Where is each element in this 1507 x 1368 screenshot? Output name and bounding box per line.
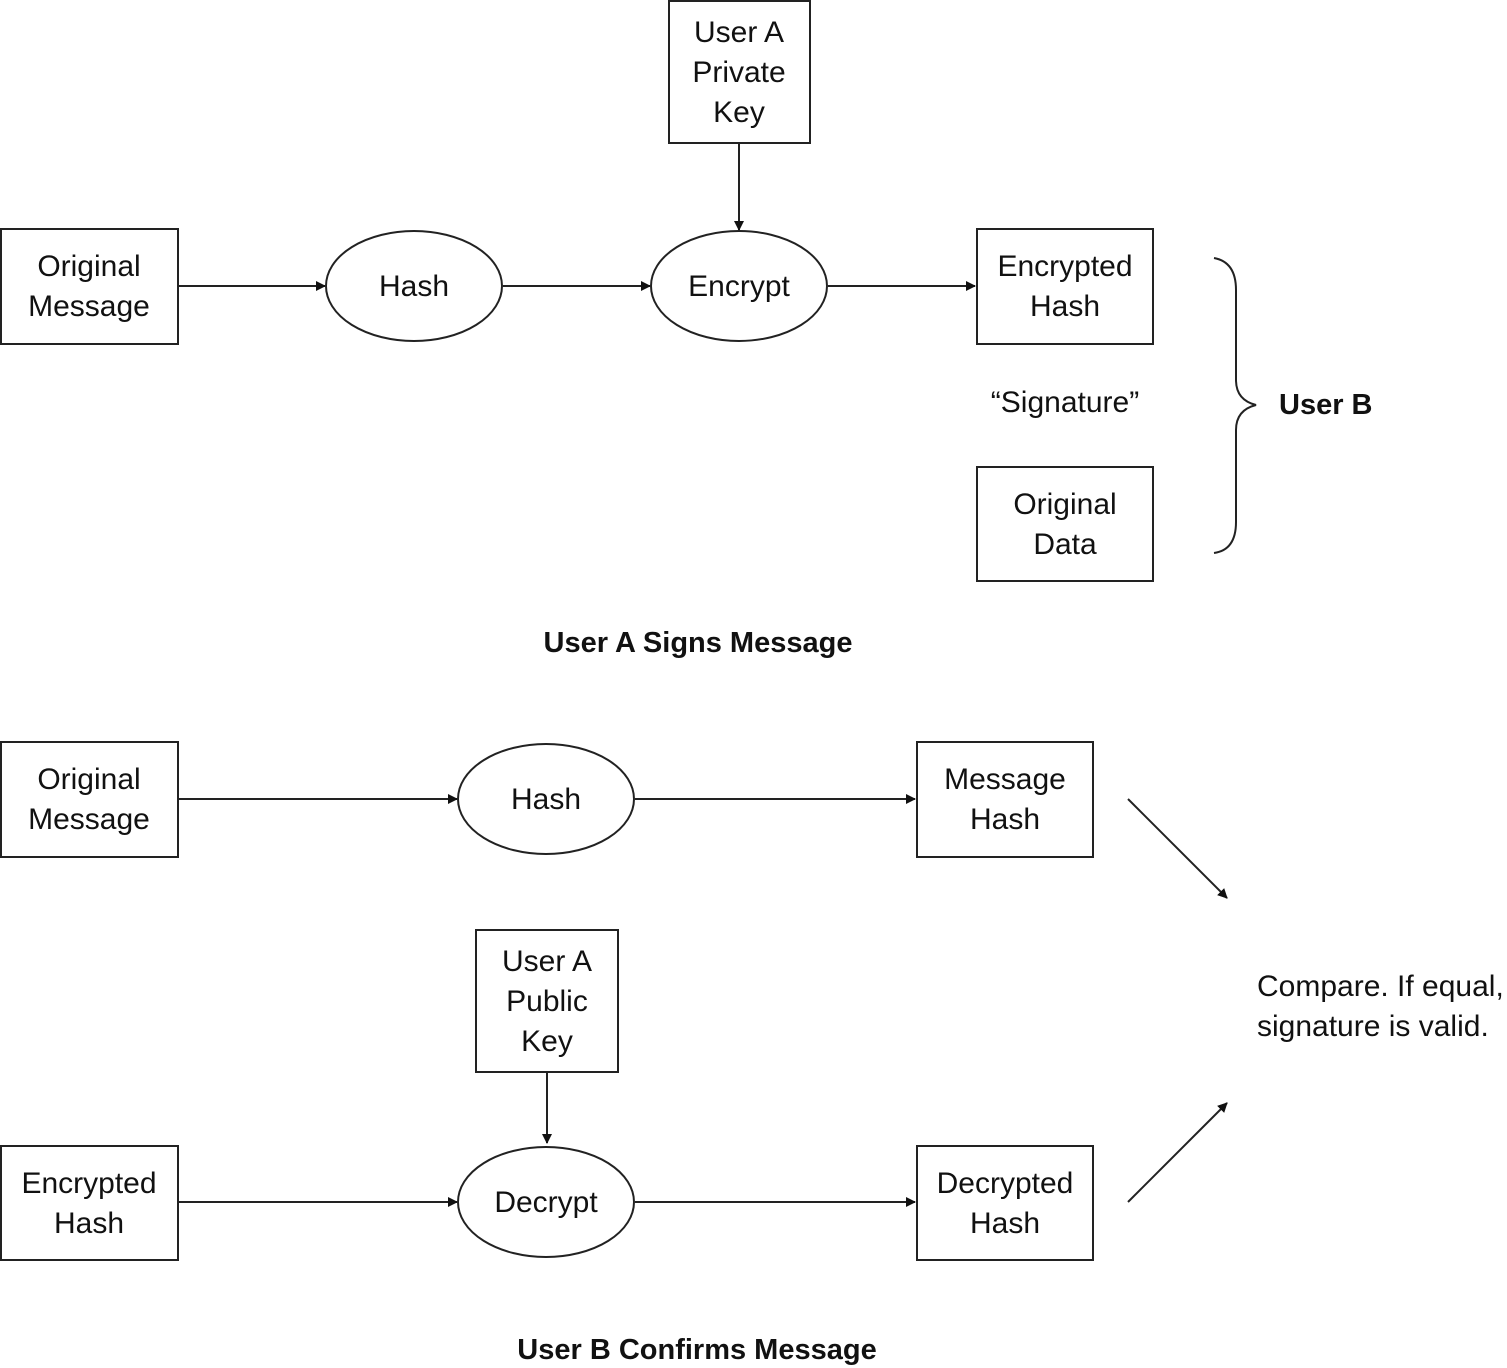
public-key-line-3: Key xyxy=(521,1025,573,1058)
decrypted-hash-line-1: Decrypted xyxy=(937,1167,1074,1200)
private-key-line-1: User A xyxy=(694,16,784,49)
arrow-message-hash-to-compare xyxy=(1127,798,1228,899)
confirm-section-caption: User B Confirms Message xyxy=(517,1334,876,1366)
original-message-b-line-2: Message xyxy=(28,803,150,836)
original-message-line-2: Message xyxy=(28,290,150,323)
decrypted-hash-box: Decrypted Hash xyxy=(916,1145,1094,1261)
encrypted-hash-b-line-1: Encrypted xyxy=(21,1167,156,1200)
original-data-line-1: Original xyxy=(1013,488,1116,521)
encrypt-label: Encrypt xyxy=(688,270,790,303)
original-message-box: Original Message xyxy=(0,228,179,345)
signature-label: “Signature” xyxy=(991,386,1139,419)
encrypted-hash-box: Encrypted Hash xyxy=(976,228,1154,345)
decrypt-label: Decrypt xyxy=(494,1186,598,1219)
sign-section-caption: User A Signs Message xyxy=(544,627,853,659)
public-key-line-2: Public xyxy=(506,985,588,1018)
confirm-section: Original Message Hash Message Hash User … xyxy=(0,741,1504,1366)
compare-line-1: Compare. If equal, xyxy=(1257,970,1504,1003)
hash-label: Hash xyxy=(379,270,449,303)
message-hash-line-2: Hash xyxy=(970,803,1040,836)
recipient-label: User B xyxy=(1279,389,1373,421)
original-message-line-1: Original xyxy=(37,250,140,283)
private-key-line-2: Private xyxy=(692,56,785,89)
encrypted-hash-box-b: Encrypted Hash xyxy=(0,1145,179,1261)
compare-line-2: signature is valid. xyxy=(1257,1010,1489,1043)
decrypted-hash-line-2: Hash xyxy=(970,1207,1040,1240)
message-hash-line-1: Message xyxy=(944,763,1066,796)
arrow-decrypted-hash-to-compare xyxy=(1127,1102,1228,1203)
hash-b-label: Hash xyxy=(511,783,581,816)
encrypt-ellipse: Encrypt xyxy=(650,230,828,342)
private-key-line-3: Key xyxy=(713,96,765,129)
original-data-box: Original Data xyxy=(976,466,1154,582)
hash-ellipse: Hash xyxy=(325,230,503,342)
encrypted-hash-line-2: Hash xyxy=(1030,290,1100,323)
grouping-brace xyxy=(1213,257,1257,554)
sign-section: Original Message Hash User A Private Key… xyxy=(0,0,1373,659)
original-message-box-b: Original Message xyxy=(0,741,179,858)
private-key-box: User A Private Key xyxy=(668,0,811,144)
message-hash-box: Message Hash xyxy=(916,741,1094,858)
public-key-line-1: User A xyxy=(502,945,592,978)
hash-ellipse-b: Hash xyxy=(457,743,635,855)
public-key-box: User A Public Key xyxy=(475,929,619,1073)
encrypted-hash-b-line-2: Hash xyxy=(54,1207,124,1240)
original-data-line-2: Data xyxy=(1033,528,1097,561)
encrypted-hash-line-1: Encrypted xyxy=(997,250,1132,283)
decrypt-ellipse: Decrypt xyxy=(457,1146,635,1258)
original-message-b-line-1: Original xyxy=(37,763,140,796)
